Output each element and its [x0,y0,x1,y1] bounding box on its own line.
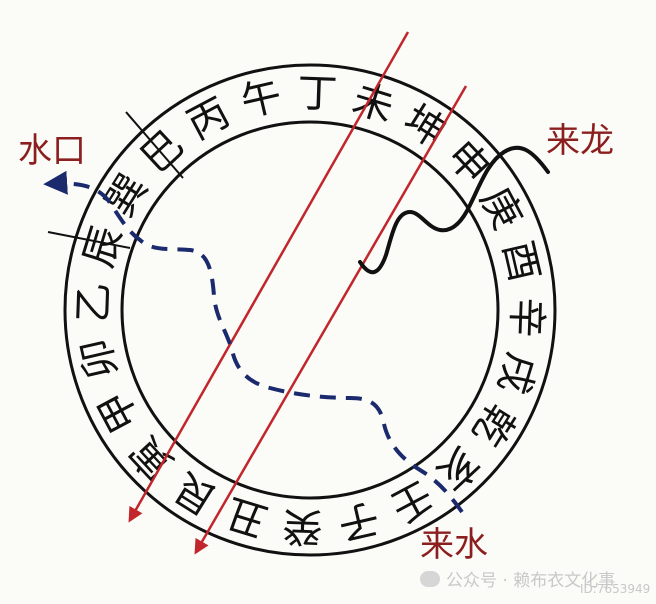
ring-character: 午 [237,73,286,127]
ring-character: 癸 [282,502,324,549]
wechat-icon [420,570,440,587]
watermark-text: 公众号 · 赖布衣文化事 [446,571,616,591]
outer-ring [63,63,557,557]
ring-character: 酉 [494,237,548,286]
watermark-id: ID:7653949 [580,582,651,596]
ring-divider-left [47,231,131,249]
ring-character: 丁 [297,70,339,117]
ring-character: 卯 [73,334,127,383]
ring-character: 戌 [489,347,545,399]
water-exit-label: 水口 [18,131,86,171]
ring-character: 乙 [70,282,117,324]
ring-character: 辛 [502,297,549,339]
axis-line-2 [194,85,468,555]
inner-ring [120,120,500,500]
ring-character: 子 [334,494,383,548]
watermark: 公众号 · 赖布衣文化事 [420,566,615,591]
ring-characters: 巽巳丙午丁未坤申庚酉辛戌乾亥壬子癸丑艮寅甲卯乙辰 [70,70,549,549]
incoming-water-label: 来水 [420,525,488,565]
incoming-water-path [43,170,464,514]
incoming-dragon-label: 来龙 [546,121,614,161]
axis-line-1 [128,31,410,523]
ring-divider-top-left [125,111,184,179]
incoming-dragon-path [358,145,550,275]
